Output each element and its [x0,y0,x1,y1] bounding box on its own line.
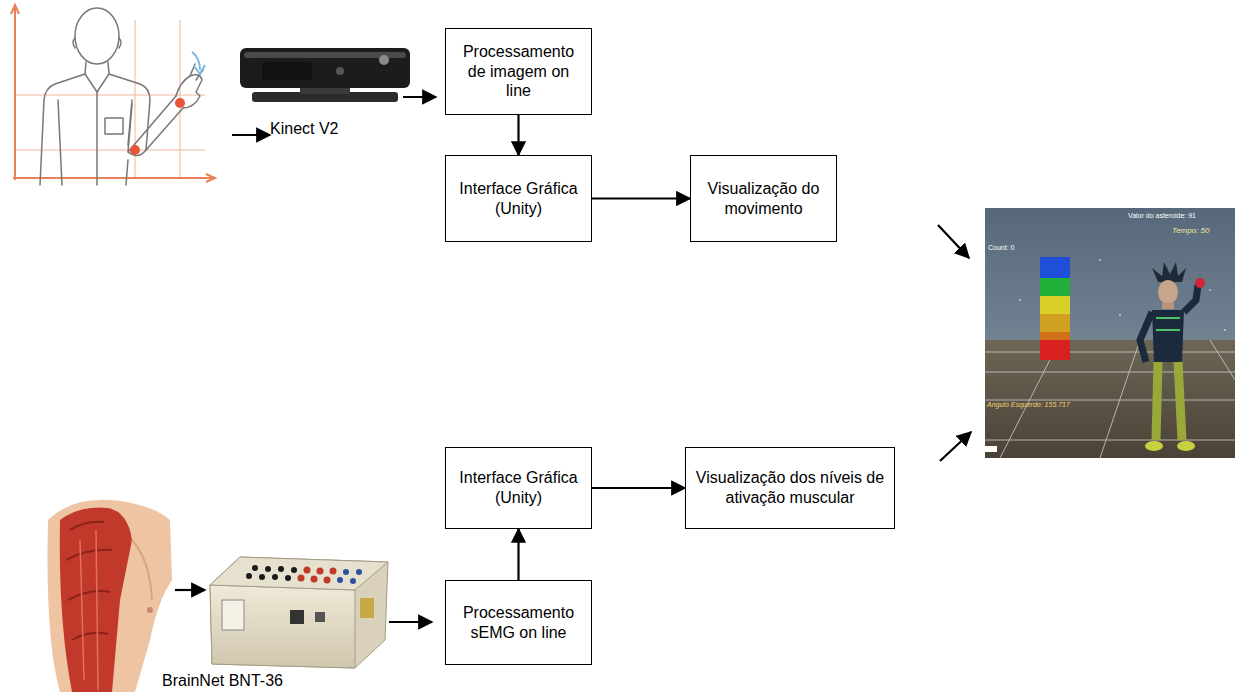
game-hud-text: Angulo Esquerdo: 155.717 [987,401,1070,408]
flow-arrow [592,487,685,489]
flow-arrow [517,115,519,155]
process-box: Processamento de imagem on line [445,28,592,115]
process-box: Interface Gráfica (Unity) [445,447,592,529]
muscle-illustration [48,500,173,692]
process-box: Interface Gráfica (Unity) [445,155,592,242]
flow-arrow [517,529,519,580]
box-text: Processamento sEMG on line [454,603,583,642]
process-box: Visualização do movimento [690,155,837,242]
box-text: Visualização dos níveis de ativação musc… [694,468,886,507]
box-text: Processamento de imagem on line [454,42,583,101]
kinect-sensor [240,48,410,102]
box-text: Interface Gráfica (Unity) [454,468,583,507]
arm-figure [11,5,215,185]
flow-arrows [175,97,971,622]
process-box: Visualização dos níveis de ativação musc… [685,447,895,529]
device-label: BrainNet BNT-36 [162,672,283,690]
box-text: Interface Gráfica (Unity) [454,179,583,218]
game-screenshot [985,208,1235,458]
box-text: Visualização do movimento [699,179,828,218]
game-hud-text: Tempo: 50 [1172,226,1210,235]
game-hud-text: Count: 0 [988,244,1014,251]
process-box: Processamento sEMG on line [445,580,592,665]
device-label: Kinect V2 [270,120,338,138]
emg-device [210,557,388,668]
flow-arrow [592,197,690,199]
game-hud-text: Valor do asteroide: 91 [1128,212,1196,219]
